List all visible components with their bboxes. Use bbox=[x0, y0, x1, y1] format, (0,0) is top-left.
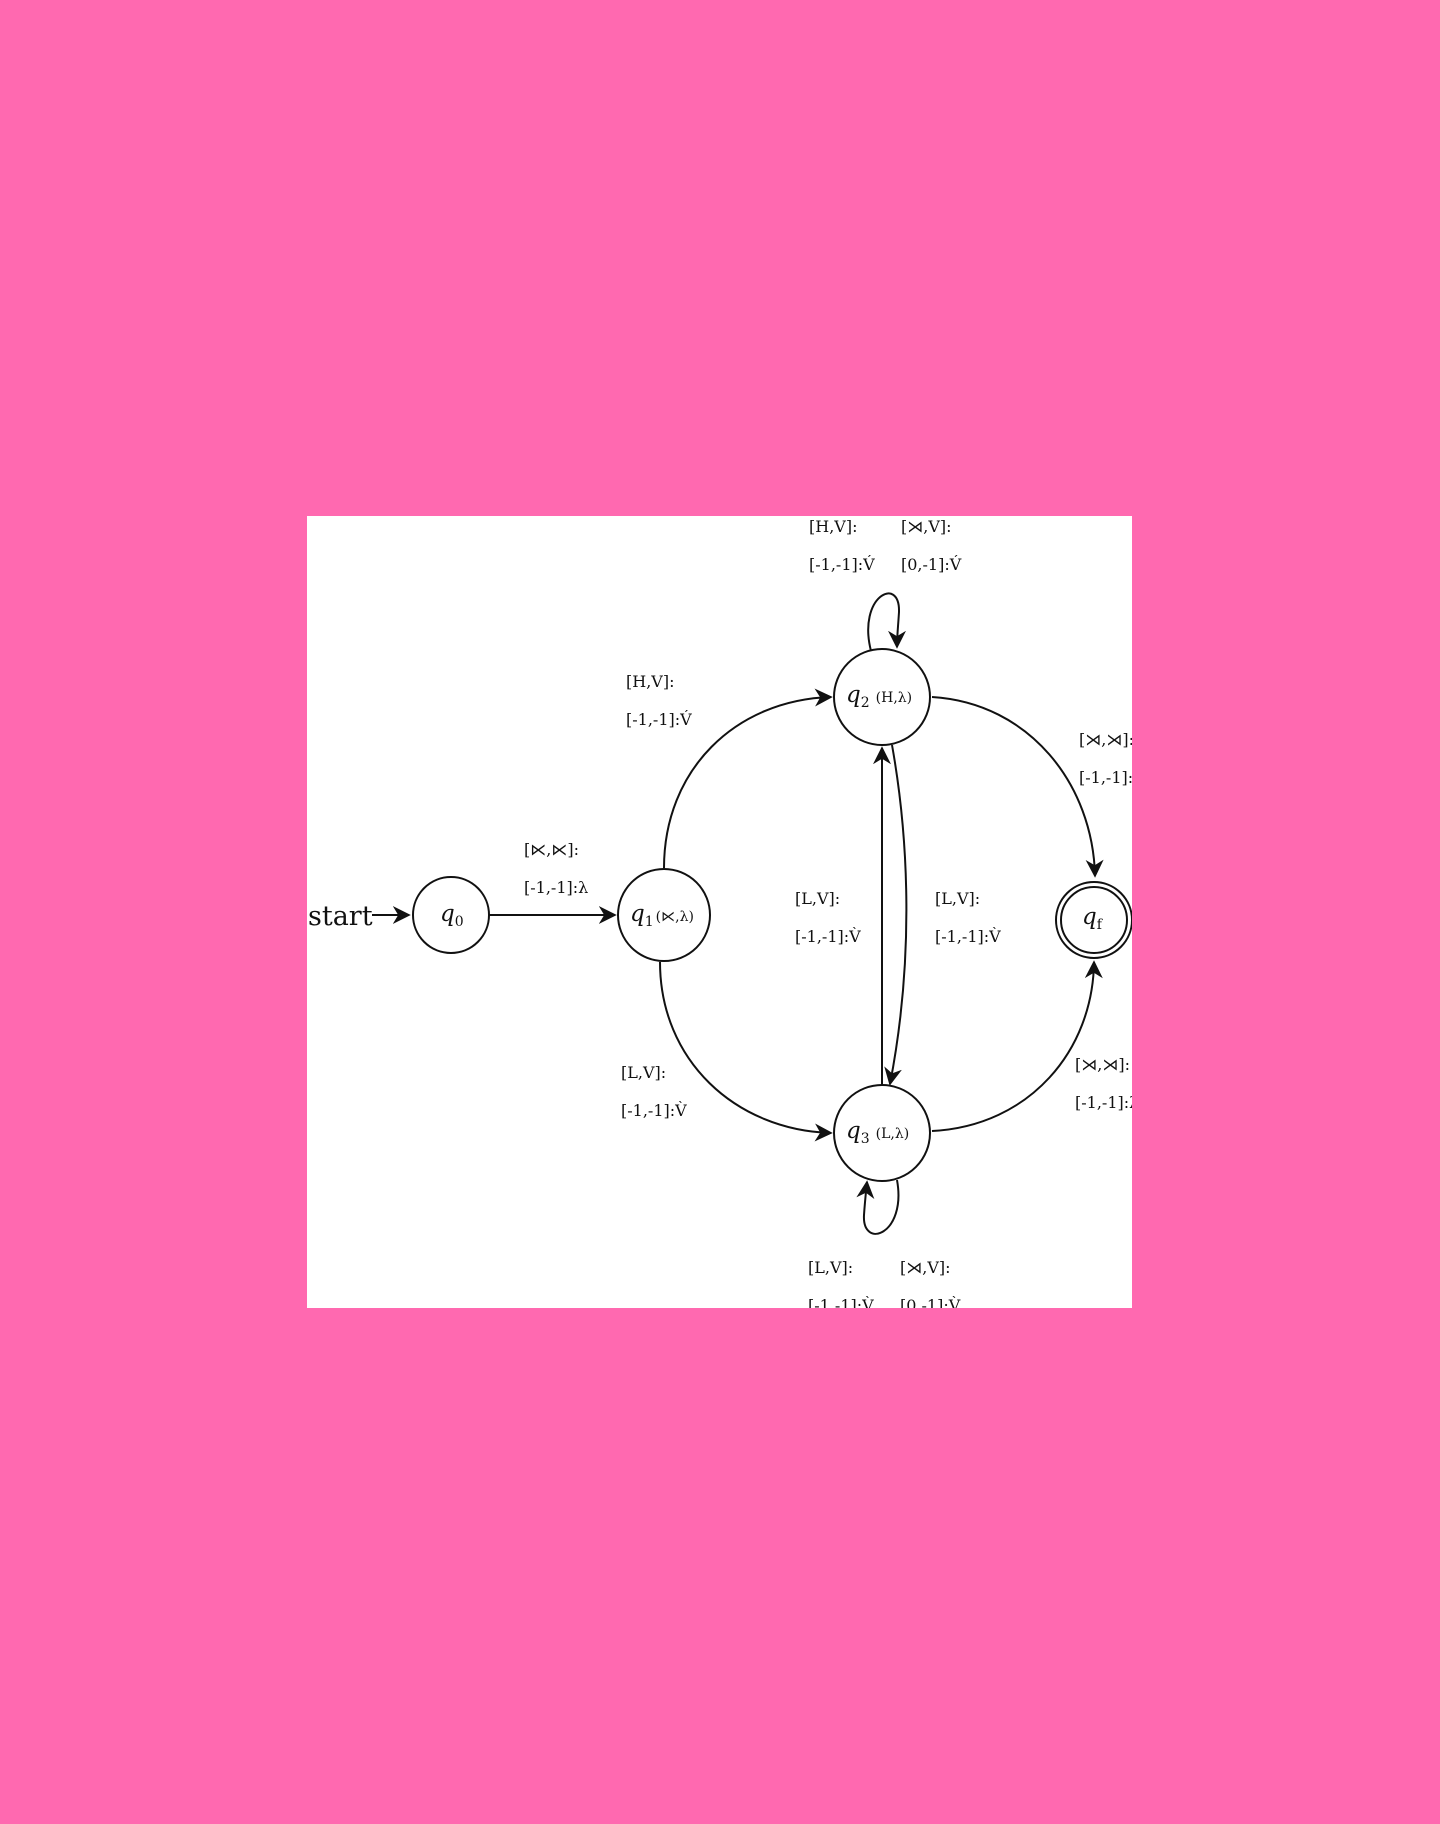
state-q3-label: q3 (L,λ) bbox=[846, 1118, 909, 1147]
nodes bbox=[412, 648, 1132, 1182]
state-q0-subscript: 0 bbox=[455, 914, 464, 930]
state-q3-subscript: 3 bbox=[861, 1131, 870, 1147]
state-qf-subscript: f bbox=[1097, 917, 1104, 933]
state-qf-label: qf bbox=[1082, 904, 1104, 933]
label-q2-loop-a-line2: [-1,-1]:V́ bbox=[809, 555, 875, 574]
state-q2-circle[interactable] bbox=[833, 648, 931, 746]
label-q0-q1-line2: [-1,-1]:λ bbox=[524, 878, 588, 897]
state-q2-annotation: (H,λ) bbox=[876, 690, 912, 706]
state-q0-circle[interactable] bbox=[412, 876, 490, 954]
label-q1-q2-line2: [-1,-1]:V́ bbox=[626, 710, 692, 729]
label-q2-q3-line1: [L,V]: bbox=[935, 889, 980, 908]
loop-q2 bbox=[867, 592, 907, 652]
label-q3-loop-b-line2: [0,-1]:V̀ bbox=[900, 1296, 961, 1315]
label-q3-q2-line1: [L,V]: bbox=[795, 889, 840, 908]
label-q2-loop-b-line1: [⋊,V]: bbox=[901, 517, 952, 536]
label-q3-loop-a-line1: [L,V]: bbox=[808, 1258, 853, 1277]
transition-labels: [⋉,⋉]: [-1,-1]:λ [H,V]: [-1,-1]:V́ [L,V]… bbox=[524, 517, 1143, 1315]
edge-q2-qf bbox=[931, 696, 1104, 878]
edge-q1-q3 bbox=[659, 961, 833, 1142]
state-q2-name: q bbox=[846, 682, 861, 708]
edge-q2-q3 bbox=[884, 744, 908, 1086]
clipped-diagram-content: start q0 q1(⋉,λ) q2(H,λ) q3(L,λ) qf bbox=[308, 517, 1143, 1315]
state-q1-name: q bbox=[630, 901, 645, 927]
state-q1-subscript: 1 bbox=[645, 914, 654, 930]
label-q3-loop-a-line2: [-1,-1]:V̀ bbox=[808, 1296, 874, 1315]
state-qf-name: q bbox=[1082, 904, 1097, 930]
loop-q3 bbox=[856, 1179, 900, 1235]
state-q3-circle[interactable] bbox=[833, 1084, 931, 1182]
state-q0-label: q0 bbox=[440, 901, 464, 930]
label-q2-loop-a-line1: [H,V]: bbox=[809, 517, 857, 536]
label-q3-qf-line2: [-1,-1]:λ bbox=[1075, 1093, 1139, 1112]
edges bbox=[372, 592, 1104, 1235]
state-q1-annotation: (⋉,λ) bbox=[656, 909, 694, 925]
state-q1-label: q1(⋉,λ) bbox=[630, 901, 694, 930]
label-q1-q3-line2: [-1,-1]:V̀ bbox=[621, 1101, 687, 1120]
label-q1-q3-line1: [L,V]: bbox=[621, 1063, 666, 1082]
state-q3-annotation: (L,λ) bbox=[876, 1126, 910, 1142]
state-q2-label: q2 (H,λ) bbox=[846, 682, 912, 711]
label-q0-q1-line1: [⋉,⋉]: bbox=[524, 840, 579, 859]
state-q2-subscript: 2 bbox=[861, 695, 870, 711]
label-q3-q2-line2: [-1,-1]:V̀ bbox=[795, 927, 861, 946]
label-q3-qf-line1: [⋊,⋊]: bbox=[1075, 1055, 1130, 1074]
state-q1-circle[interactable] bbox=[617, 868, 711, 962]
label-q2-q3-line2: [-1,-1]:V̀ bbox=[935, 927, 1001, 946]
state-labels: q0 q1(⋉,λ) q2(H,λ) q3(L,λ) qf bbox=[440, 682, 1104, 1147]
label-q2-qf-line2: [-1,-1]:λ bbox=[1079, 768, 1143, 787]
state-q0-name: q bbox=[440, 901, 455, 927]
state-q3-name: q bbox=[846, 1118, 861, 1144]
label-q3-loop-b-line1: [⋊,V]: bbox=[900, 1258, 951, 1277]
label-q1-q2-line1: [H,V]: bbox=[626, 672, 674, 691]
label-q2-qf-line1: [⋊,⋊]: bbox=[1079, 730, 1134, 749]
edge-q3-qf bbox=[931, 960, 1103, 1132]
edge-q1-q2 bbox=[663, 688, 833, 869]
label-q2-loop-b-line2: [0,-1]:V́ bbox=[901, 555, 962, 574]
state-qf-inner-circle bbox=[1060, 886, 1128, 954]
start-label: start bbox=[308, 901, 373, 932]
